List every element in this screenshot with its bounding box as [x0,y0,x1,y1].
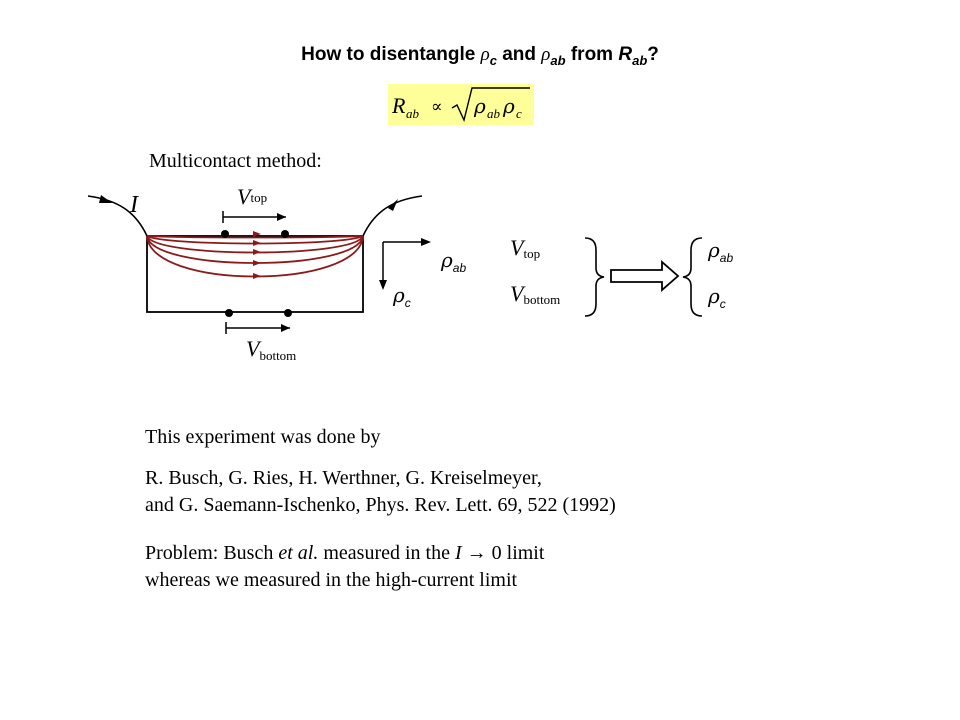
v-bottom-label: Vbottom [246,336,297,363]
formula-propto: ∝ [431,97,443,117]
mapping-rho-c: ρc [708,284,726,311]
formula-rho-ab-sub: ab [487,106,501,121]
formula-highlight [388,84,534,125]
closing-brace [584,237,605,317]
method-label: Multicontact method: [149,150,322,172]
current-line-1 [146,235,364,239]
implies-arrow [610,260,680,292]
top-contact-left [221,230,229,238]
v-top-label: Vtop [237,184,268,209]
current-lead-in [87,195,148,237]
opening-brace [682,237,703,317]
current-label: I [130,192,138,218]
current-arrow-5 [253,273,261,279]
current-arrow-4 [253,260,261,266]
citation-line-2: and G. Saemann-Ischenko, Phys. Rev. Lett… [145,494,616,516]
current-flow-arrows [253,231,261,279]
current-lead-out [362,195,423,237]
problem-line-1: Problem: Busch et al. measured in the I … [145,542,545,564]
formula-rho-c: ρ [502,94,515,118]
mapping-rho-ab: ρab [708,238,734,265]
credit-intro: This experiment was done by [145,426,381,448]
formula-rho-ab: ρ [473,94,486,118]
current-line-4 [146,235,364,264]
bottom-contact-left [225,309,233,317]
v-bottom-span-arrow [225,322,290,334]
formula-R: R [391,93,406,118]
current-arrow-2 [253,240,261,246]
resistance-formula: R ab ∝ ρ ab ρ c [388,84,534,125]
problem-line-2: whereas we measured in the high-current … [145,569,518,591]
resistivity-axes [379,238,431,290]
problem-statement: Problem: Busch et al. measured in the I … [145,540,544,594]
current-arrow-1 [253,231,261,237]
citation: R. Busch, G. Ries, H. Werthner, G. Kreis… [145,465,616,519]
sqrt-sign [451,87,530,123]
v-top-span-arrow [222,211,286,223]
citation-line-1: R. Busch, G. Ries, H. Werthner, G. Kreis… [145,467,542,489]
formula-rho-c-sub: c [516,106,522,121]
top-contact-right [281,230,289,238]
mapping-v-bottom: Vbottom [510,281,561,307]
current-in-arrowhead [99,195,112,203]
slide-title: How to disentangle ρc and ρab from Rab? [301,44,659,68]
mapping-v-top: Vtop [510,235,541,261]
current-out-arrowhead [388,199,398,211]
axis-rho-c-label: ρc [393,283,411,310]
formula-R-sub: ab [406,106,420,121]
axis-rho-ab-label: ρab [441,248,467,275]
bottom-contact-right [284,309,292,317]
current-arrow-3 [253,249,261,255]
